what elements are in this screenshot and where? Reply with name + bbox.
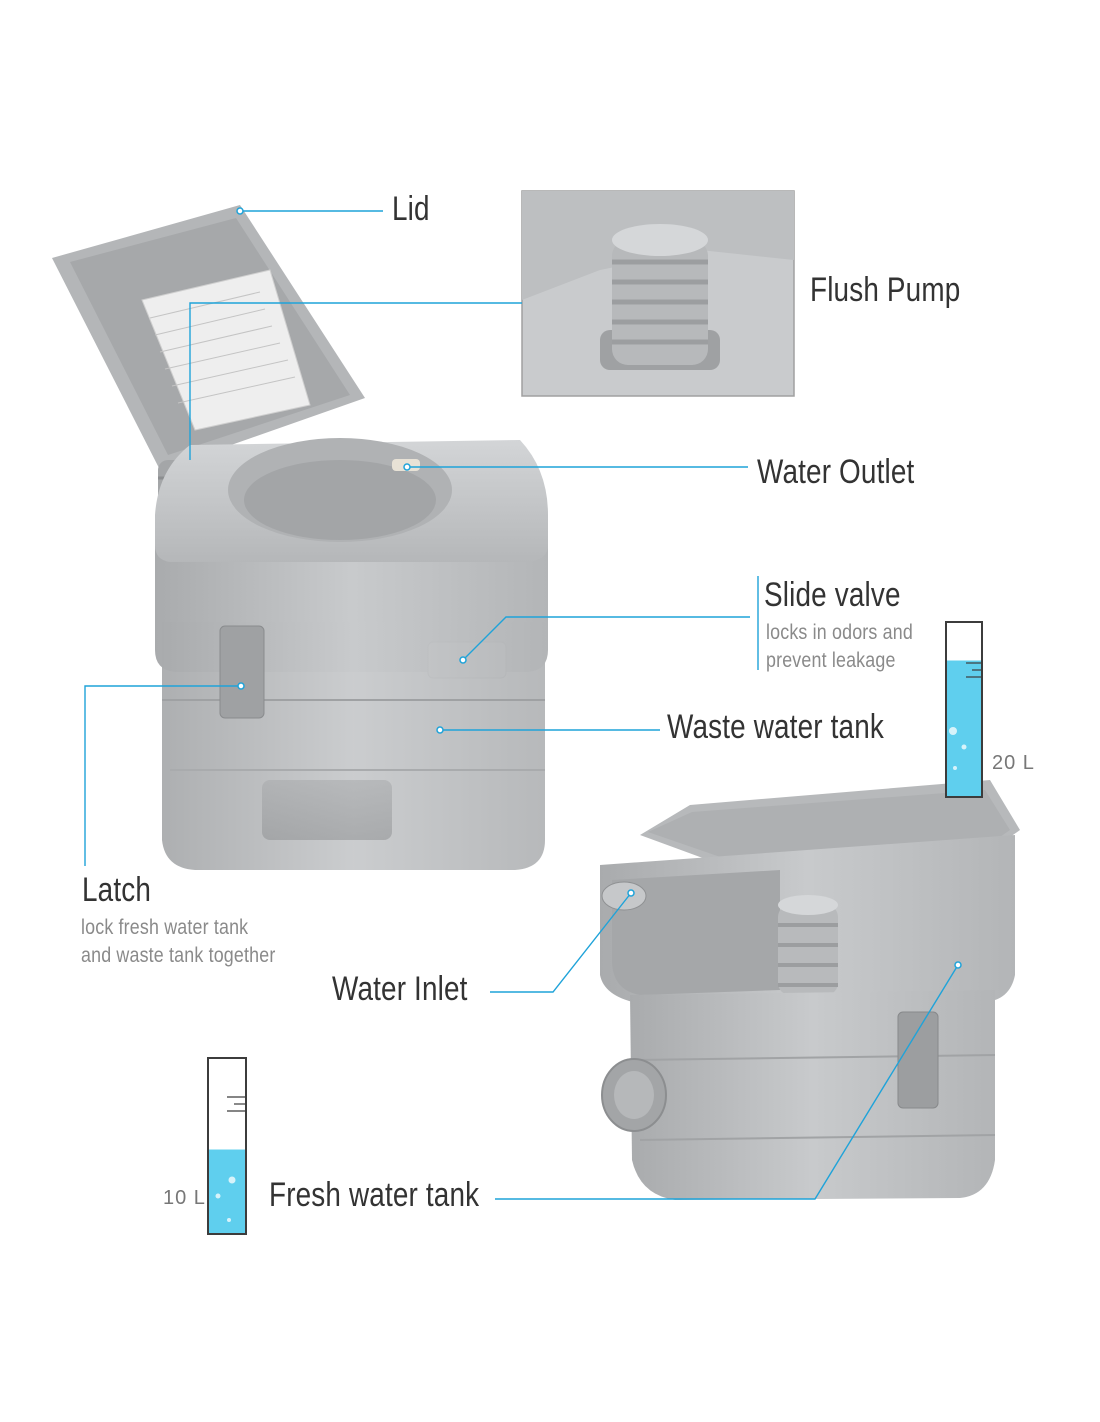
fresh-tube-outline — [207, 1057, 247, 1235]
flush-pump-label: Flush Pump — [810, 271, 961, 309]
fresh-water-tank-label: Fresh water tank — [269, 1176, 480, 1214]
fresh-tank-level-tube — [207, 1057, 247, 1235]
waste-water-tank-label: Waste water tank — [667, 708, 884, 746]
lid-label: Lid — [392, 190, 430, 228]
open-toilet-illustration — [52, 205, 548, 870]
waste-tube-outline — [945, 621, 983, 798]
latch-desc-line1: lock fresh water tank — [81, 916, 249, 939]
lid-illustration — [52, 205, 365, 470]
flush-pump-inset — [521, 190, 795, 397]
inset-bellows — [612, 224, 708, 365]
water-outlet-label: Water Outlet — [757, 453, 915, 491]
fresh-capacity-label: 10 L — [163, 1187, 206, 1209]
fresh-water-fill — [208, 1149, 246, 1234]
right-pump-bellows — [778, 895, 838, 995]
latch-desc-line2: and waste tank together — [81, 944, 276, 967]
closed-toilet-illustration — [600, 780, 1020, 1200]
leader-lines — [84, 210, 959, 1200]
slide-valve-label: Slide valve — [764, 576, 901, 614]
latch-label: Latch — [82, 871, 152, 909]
waste-tank-level-tube — [945, 621, 983, 798]
slide-valve-desc-line2: prevent leakage — [766, 649, 896, 672]
slide-valve-desc-line1: locks in odors and — [766, 621, 913, 644]
leader-dots — [236, 207, 962, 969]
water-inlet-label: Water Inlet — [332, 970, 468, 1008]
waste-capacity-label: 20 L — [992, 752, 1035, 774]
